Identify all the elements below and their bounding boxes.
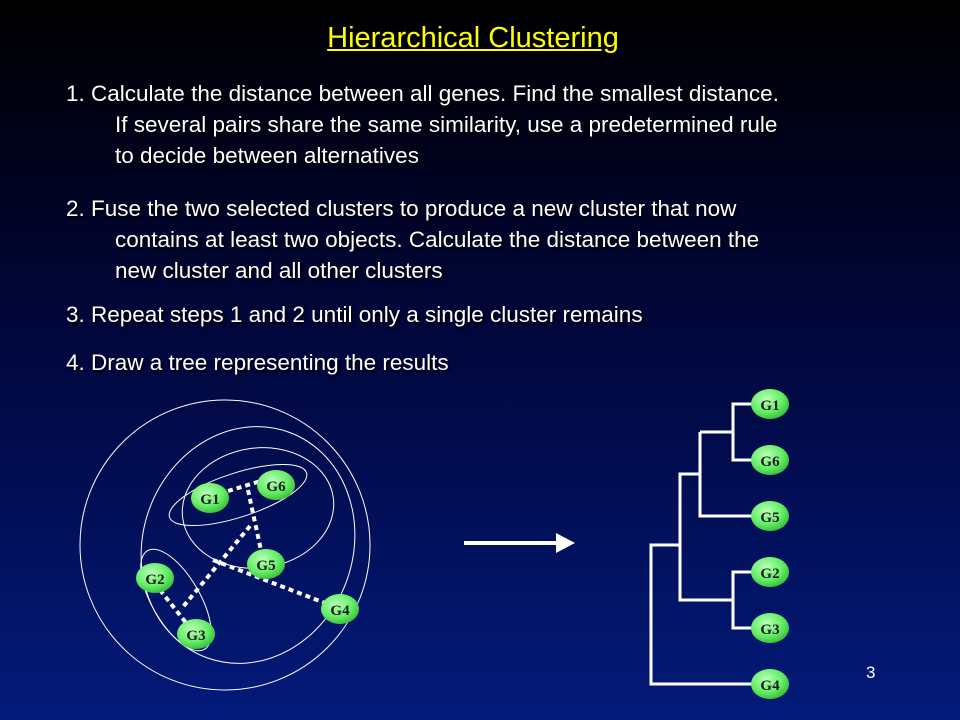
cluster-node-g2: G2 — [136, 563, 174, 593]
cluster-node-g1-label: G1 — [200, 492, 219, 508]
branch-g1g6-g5 — [698, 432, 757, 518]
tree-leaf-g5: G5 — [751, 501, 789, 531]
tree-leaf-g4-label: G4 — [760, 678, 780, 694]
cluster-node-g6-label: G6 — [266, 479, 286, 495]
tree-leaf-g2-label: G2 — [760, 566, 779, 582]
outer-cluster-circle — [79, 399, 371, 691]
tree-leaf-g4: G4 — [751, 669, 789, 699]
tree-leaf-g6-label: G6 — [760, 454, 780, 470]
tree-leaf-g3-label: G3 — [760, 622, 779, 638]
step-2-line-2: contains at least two objects. Calculate… — [115, 227, 760, 252]
cluster-node-g3-label: G3 — [186, 628, 205, 644]
link-g5-g2g3 — [180, 524, 252, 610]
step-2-lead: 2. Fuse the two selected clusters to pro… — [66, 196, 737, 221]
link-g5-g4 — [212, 558, 326, 605]
cluster-node-g1: G1 — [191, 483, 229, 513]
cluster-node-g4-label: G4 — [330, 603, 350, 619]
cluster-outlines — [79, 399, 371, 691]
tree-leaf-g2: G2 — [751, 557, 789, 587]
slide-title: Hierarchical Clustering — [327, 22, 619, 54]
step-2: 2. Fuse the two selected clusters to pro… — [66, 193, 926, 286]
dendrogram-tree — [649, 402, 757, 686]
cluster-node-g5-label: G5 — [256, 558, 275, 574]
cluster-node-g6: G6 — [257, 470, 295, 500]
link-g1-g6 — [227, 479, 262, 493]
branch-g2-g3 — [731, 570, 757, 630]
cluster-node-g2-label: G2 — [145, 572, 164, 588]
link-g6-g5 — [246, 489, 264, 556]
step-1-line-3: to decide between alternatives — [115, 143, 419, 168]
cluster-node-g4: G4 — [321, 594, 359, 624]
step-1-lead: 1. Calculate the distance between all ge… — [66, 81, 779, 106]
step-3: 3. Repeat steps 1 and 2 until only a sin… — [66, 299, 926, 330]
step-1-line-2: If several pairs share the same similari… — [115, 112, 778, 137]
inner-cluster-ellipse — [140, 426, 356, 664]
g1-g6-cluster-ellipse — [168, 463, 308, 527]
distance-links — [158, 479, 326, 626]
tree-leaf-g1-label: G1 — [760, 398, 779, 414]
tree-leaf-g5-label: G5 — [760, 510, 779, 526]
cluster-node-g3: G3 — [177, 619, 215, 649]
tree-leaf-g3: G3 — [751, 613, 789, 643]
branch-top-bottom — [678, 472, 733, 602]
branch-root-g4 — [649, 543, 757, 686]
link-g2-g3 — [158, 588, 189, 626]
step-2-line-3: new cluster and all other clusters — [115, 258, 443, 283]
tree-leaf-g6: G6 — [751, 445, 789, 475]
step-1: 1. Calculate the distance between all ge… — [66, 78, 926, 171]
page-number: 3 — [866, 663, 876, 682]
step-4: 4. Draw a tree representing the results — [66, 347, 926, 378]
cluster-node-g5: G5 — [247, 549, 285, 579]
right-arrow-icon — [464, 533, 575, 553]
step-3-lead: 3. Repeat steps 1 and 2 until only a sin… — [66, 302, 643, 327]
tree-leaf-g1: G1 — [751, 389, 789, 419]
step-4-lead: 4. Draw a tree representing the results — [66, 350, 449, 375]
branch-g1-g6 — [731, 402, 757, 462]
